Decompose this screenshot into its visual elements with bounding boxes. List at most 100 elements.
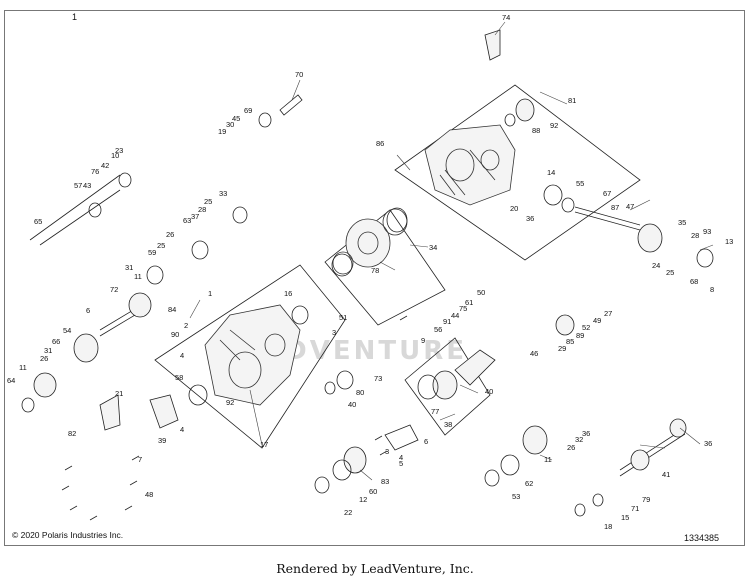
callout-65: 65 xyxy=(34,217,42,226)
callout-6: 6 xyxy=(424,437,428,446)
callout-22: 22 xyxy=(344,508,352,517)
callout-51: 51 xyxy=(339,313,347,322)
callout-18: 18 xyxy=(604,522,612,531)
callout-87: 87 xyxy=(611,203,619,212)
gasket-83 xyxy=(384,424,419,451)
housing-group-box-lower xyxy=(154,264,346,449)
callout-40: 40 xyxy=(485,387,493,396)
callout-36: 36 xyxy=(704,439,712,448)
callout-54: 54 xyxy=(63,326,71,335)
large-gear xyxy=(332,208,408,275)
shaft-group-box xyxy=(404,337,491,436)
callout-28: 28 xyxy=(198,205,206,214)
callout-34: 34 xyxy=(429,243,437,252)
callout-17: 17 xyxy=(260,440,268,449)
callout-13: 13 xyxy=(725,237,733,246)
callout-25: 25 xyxy=(204,197,212,206)
callout-92: 92 xyxy=(550,121,558,130)
callout-32: 32 xyxy=(575,435,583,444)
callout-9: 9 xyxy=(421,336,425,345)
callout-55: 55 xyxy=(576,179,584,188)
callout-25: 25 xyxy=(666,268,674,277)
callout-30: 30 xyxy=(226,120,234,129)
callout-4: 4 xyxy=(180,351,184,360)
callout-53: 53 xyxy=(512,492,520,501)
callout-8: 8 xyxy=(710,285,714,294)
callout-75: 75 xyxy=(459,304,467,313)
callout-24: 24 xyxy=(652,261,660,270)
callout-64: 64 xyxy=(7,376,15,385)
callout-63: 63 xyxy=(183,216,191,225)
callout-92: 92 xyxy=(226,398,234,407)
callout-49: 49 xyxy=(593,316,601,325)
callout-77: 77 xyxy=(431,407,439,416)
leader-lines xyxy=(189,21,714,481)
callout-42: 42 xyxy=(101,161,109,170)
bolts xyxy=(61,315,408,521)
callout-19: 19 xyxy=(218,127,226,136)
render-credit: Rendered by LeadVenture, Inc. xyxy=(276,561,474,576)
diagram-frame: 1 xyxy=(4,10,745,546)
shift-rail xyxy=(39,189,121,246)
callout-36: 36 xyxy=(526,214,534,223)
callout-4: 4 xyxy=(180,425,184,434)
callout-50: 50 xyxy=(477,288,485,297)
cover-48 xyxy=(149,394,179,429)
callout-73: 73 xyxy=(374,374,382,383)
callout-25: 25 xyxy=(157,241,165,250)
callout-23: 23 xyxy=(115,146,123,155)
callout-58: 58 xyxy=(175,373,183,382)
callout-2: 2 xyxy=(184,321,188,330)
callout-61: 61 xyxy=(465,298,473,307)
bracket-82 xyxy=(99,394,121,431)
callout-43: 43 xyxy=(83,181,91,190)
callout-3: 3 xyxy=(332,328,336,337)
callout-80: 80 xyxy=(356,388,364,397)
callout-37: 37 xyxy=(191,212,199,221)
callout-10: 10 xyxy=(111,151,119,160)
callout-11: 11 xyxy=(19,363,27,372)
callout-66: 66 xyxy=(52,337,60,346)
callout-48: 48 xyxy=(145,490,153,499)
callout-5: 5 xyxy=(399,459,403,468)
callout-26: 26 xyxy=(166,230,174,239)
callout-41: 41 xyxy=(662,470,670,479)
callout-84: 84 xyxy=(168,305,176,314)
callout-47: 47 xyxy=(626,202,634,211)
callout-79: 79 xyxy=(642,495,650,504)
sheet-number: 1 xyxy=(69,12,81,22)
callout-57: 57 xyxy=(74,181,82,190)
callout-89: 89 xyxy=(576,331,584,340)
callout-76: 76 xyxy=(91,167,99,176)
callout-7: 7 xyxy=(138,455,142,464)
housing-group-box-upper xyxy=(394,84,641,261)
callout-52: 52 xyxy=(582,323,590,332)
lower-case xyxy=(204,304,301,406)
callout-31: 31 xyxy=(44,346,52,355)
callout-20: 20 xyxy=(510,204,518,213)
callout-56: 56 xyxy=(434,325,442,334)
callout-86: 86 xyxy=(376,139,384,148)
callout-70: 70 xyxy=(295,70,303,79)
callout-26: 26 xyxy=(40,354,48,363)
callout-21: 21 xyxy=(115,389,123,398)
callout-45: 45 xyxy=(232,114,240,123)
callout-40: 40 xyxy=(348,400,356,409)
callout-6: 6 xyxy=(86,306,90,315)
callout-72: 72 xyxy=(110,285,118,294)
callout-71: 71 xyxy=(631,504,639,513)
callout-68: 68 xyxy=(690,277,698,286)
callout-27: 27 xyxy=(604,309,612,318)
callout-60: 60 xyxy=(369,487,377,496)
callout-67: 67 xyxy=(603,189,611,198)
callout-46: 46 xyxy=(530,349,538,358)
copyright-text: © 2020 Polaris Industries Inc. xyxy=(12,530,124,540)
callout-12: 12 xyxy=(359,495,367,504)
diagram-id: 1334385 xyxy=(684,533,720,543)
callout-4: 4 xyxy=(399,453,403,462)
callout-74: 74 xyxy=(502,13,510,22)
callout-90: 90 xyxy=(171,330,179,339)
callout-16: 16 xyxy=(284,289,292,298)
